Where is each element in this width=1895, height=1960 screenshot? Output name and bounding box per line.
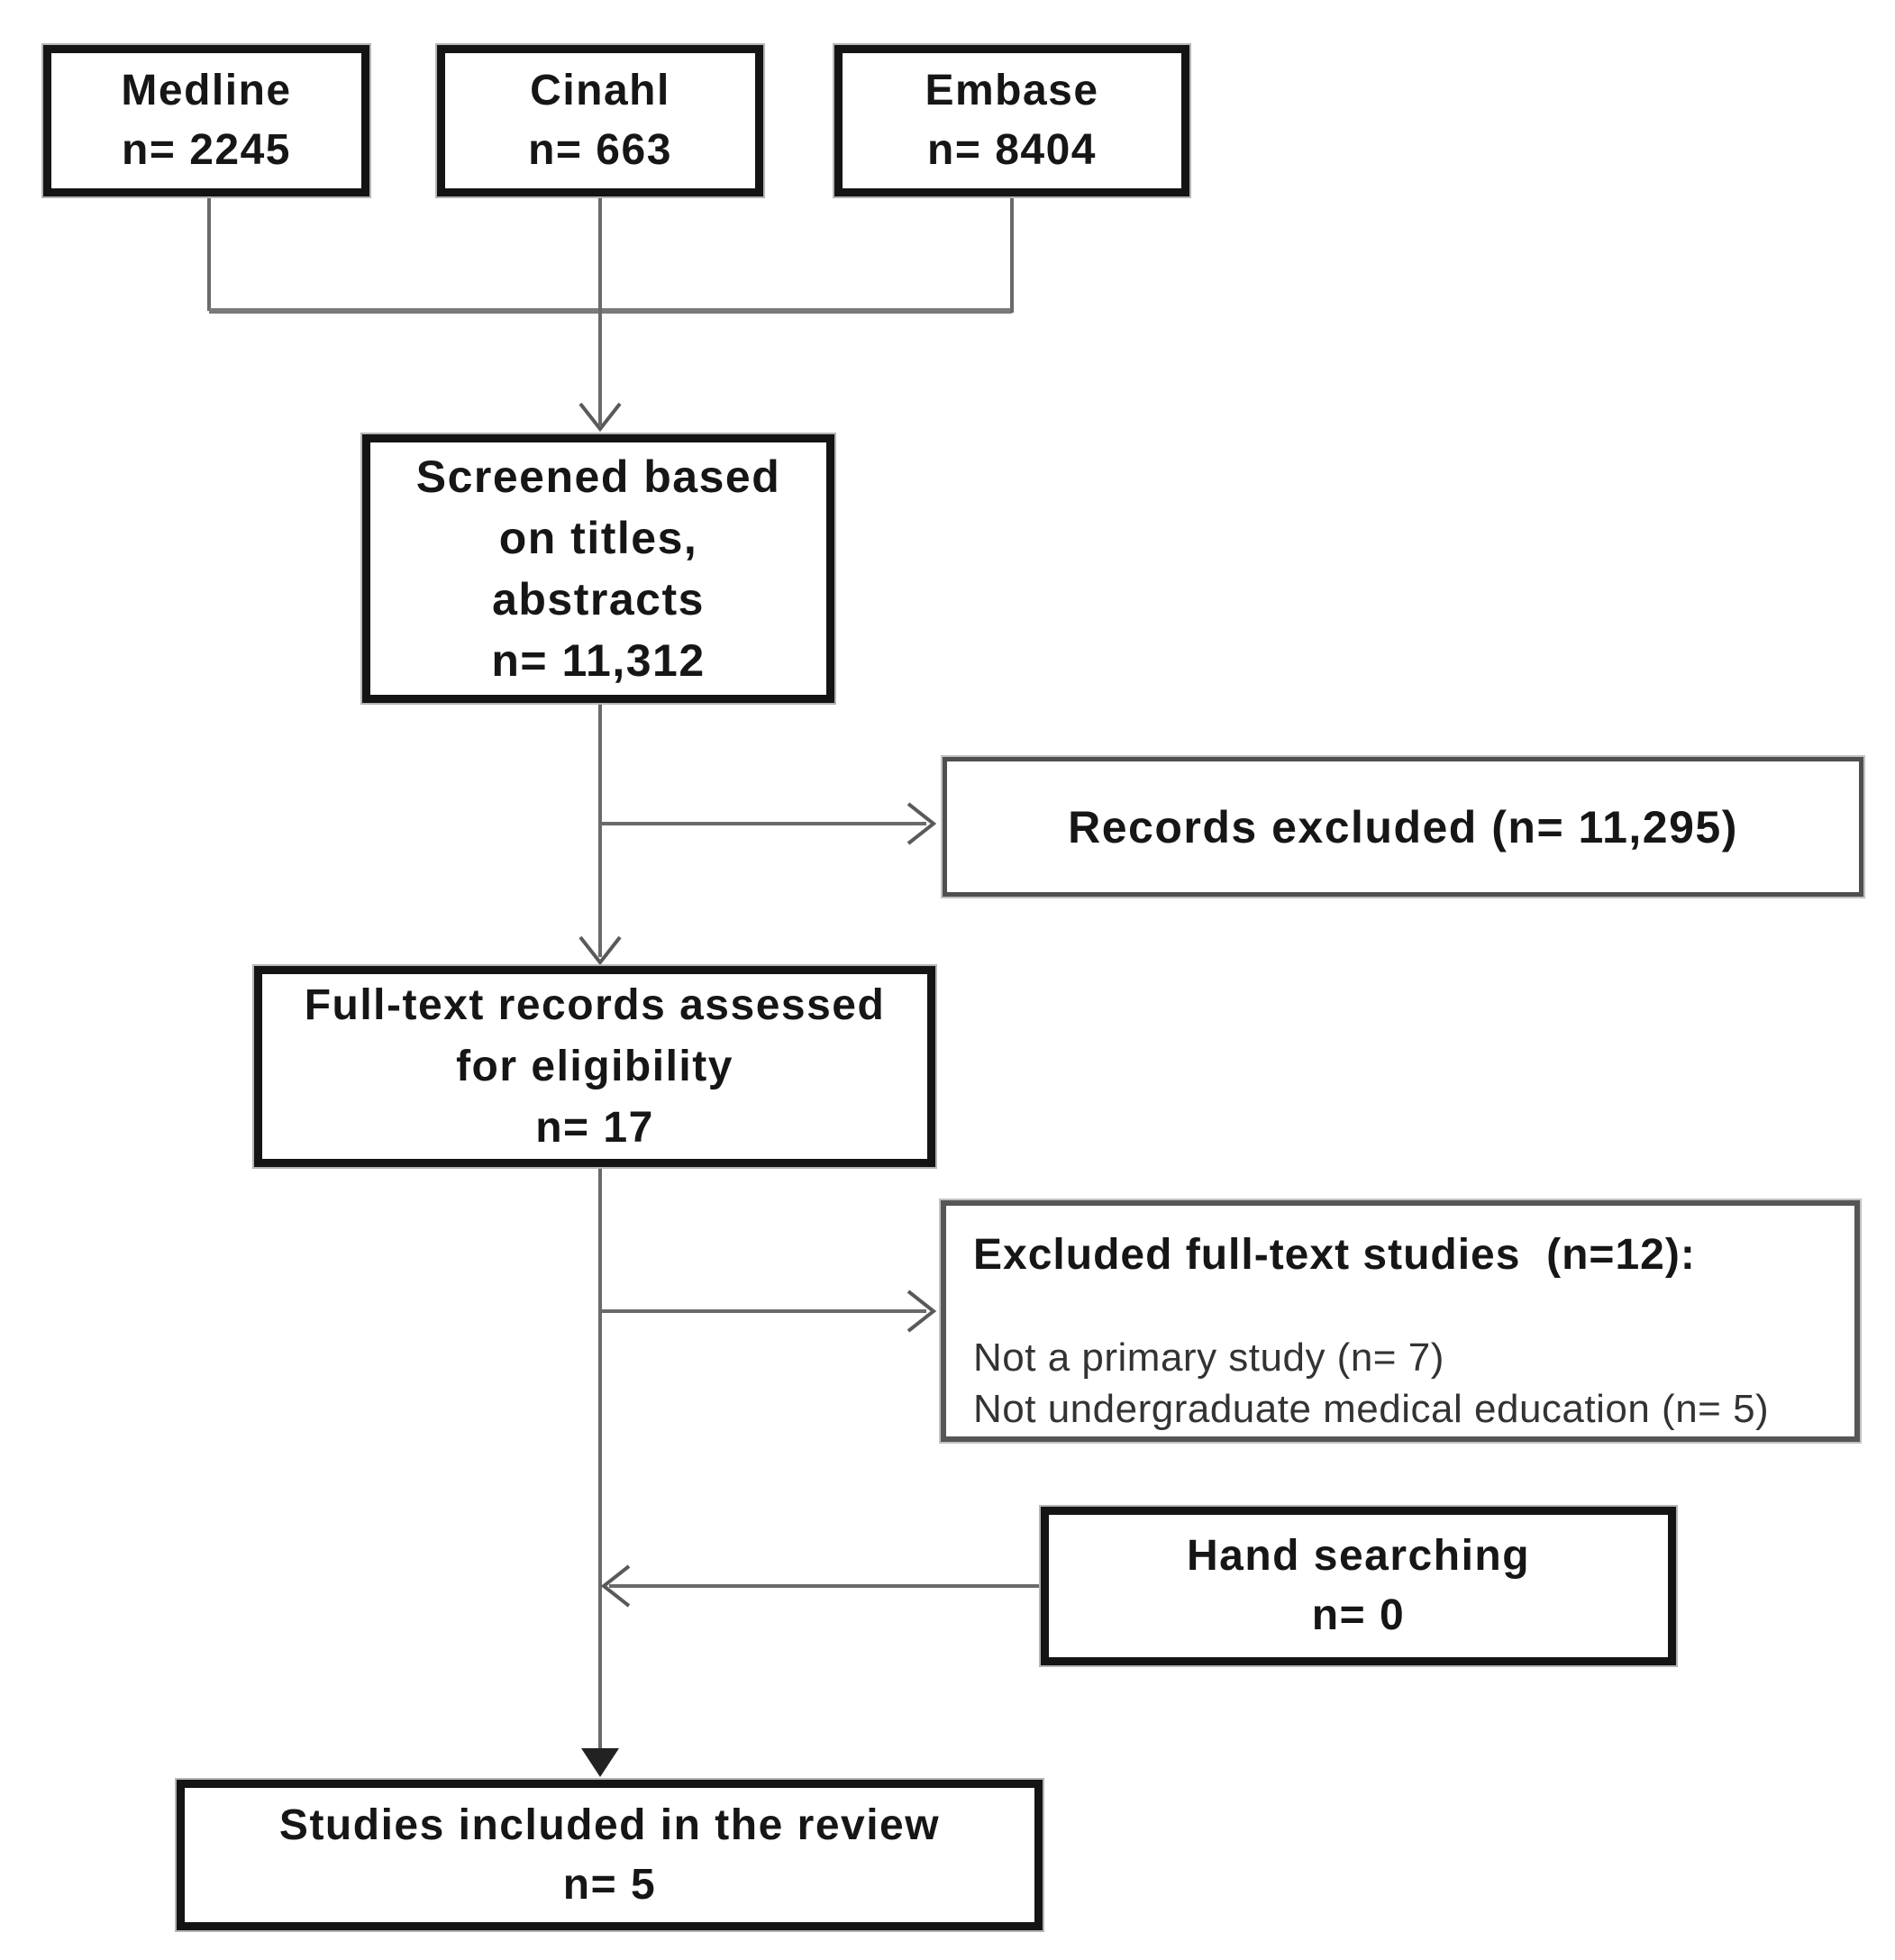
- records-excluded-label: Records excluded (n= 11,295): [1068, 801, 1738, 852]
- fulltext-assessed-box: Full-text records assessed for eligibili…: [254, 966, 935, 1167]
- screened-box: Screened based on titles, abstracts n= 1…: [362, 434, 834, 703]
- excluded-reason: Not a primary study (n= 7): [973, 1336, 1444, 1380]
- hand-searching-box: Hand searching n= 0: [1041, 1507, 1676, 1665]
- source-box-cinahl: Cinahl n= 663: [437, 45, 763, 196]
- arrow-down-icon: [579, 935, 622, 966]
- included-box: Studies included in the review n= 5: [177, 1780, 1043, 1930]
- arrow-down-icon: [579, 402, 622, 433]
- screened-line: Screened based: [415, 451, 781, 502]
- screened-line: abstracts: [492, 574, 705, 624]
- arrow-right-icon: [907, 802, 937, 845]
- screened-count: n= 11,312: [491, 635, 706, 686]
- included-line: Studies included in the review: [278, 1800, 941, 1849]
- source-box-embase: Embase n= 8404: [834, 45, 1189, 196]
- excluded-reason: Not undergraduate medical education (n= …: [973, 1387, 1770, 1431]
- source-name: Cinahl: [530, 67, 670, 114]
- source-name: Embase: [925, 67, 1099, 114]
- included-count: n= 5: [562, 1860, 657, 1909]
- source-name: Medline: [121, 67, 292, 114]
- source-box-medline: Medline n= 2245: [43, 45, 369, 196]
- arrow-down-icon: [581, 1748, 619, 1777]
- fulltext-line: for eligibility: [456, 1042, 733, 1090]
- fulltext-count: n= 17: [535, 1103, 654, 1152]
- arrow-right-icon: [907, 1290, 937, 1333]
- hand-searching-line: Hand searching: [1186, 1532, 1531, 1580]
- arrow-left-icon: [600, 1564, 631, 1608]
- excluded-fulltext-title: Excluded full-text studies (n=12):: [973, 1231, 1696, 1279]
- hand-searching-count: n= 0: [1311, 1591, 1406, 1639]
- excluded-fulltext-box: Excluded full-text studies (n=12): Not a…: [941, 1200, 1860, 1442]
- source-count: n= 8404: [927, 126, 1097, 174]
- screened-line: on titles,: [498, 513, 698, 563]
- records-excluded-box: Records excluded (n= 11,295): [943, 757, 1863, 897]
- source-count: n= 2245: [122, 126, 291, 174]
- fulltext-line: Full-text records assessed: [304, 980, 886, 1029]
- source-count: n= 663: [528, 126, 672, 174]
